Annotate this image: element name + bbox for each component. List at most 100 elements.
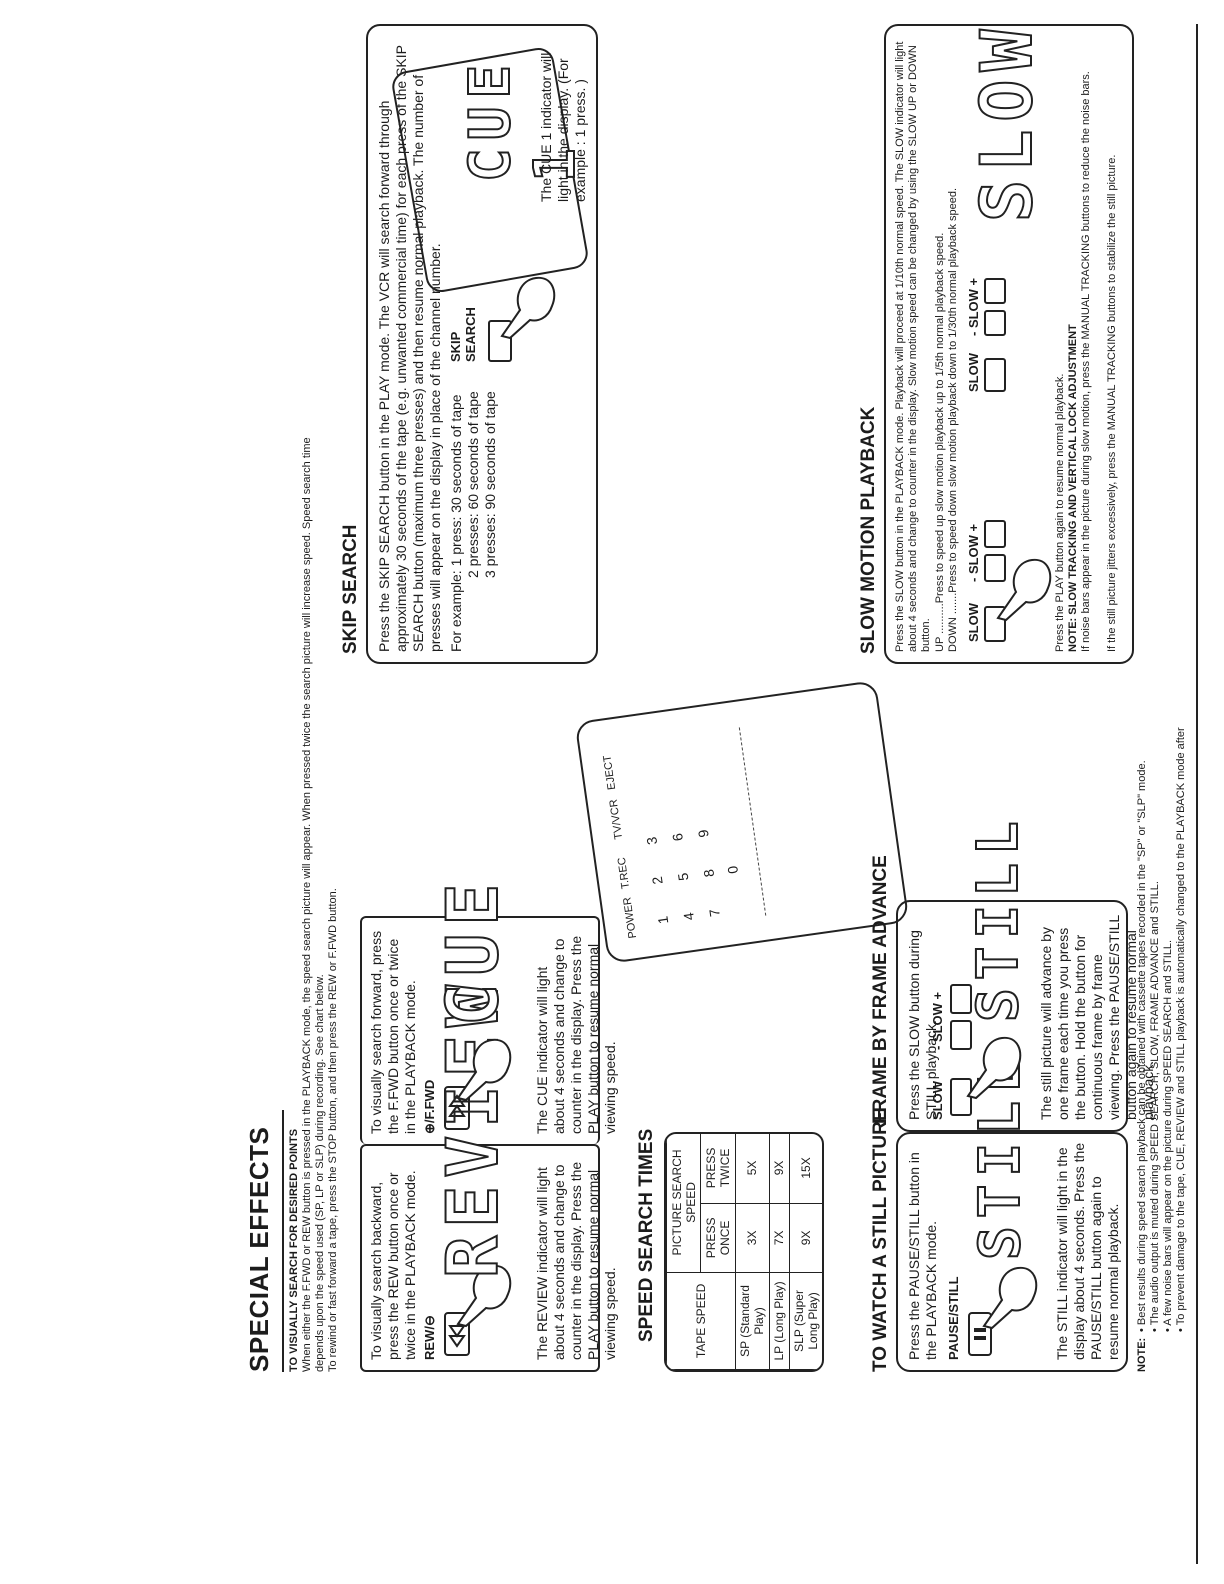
once-cell: 9X [789, 1203, 824, 1273]
twice-cell: 9X [769, 1132, 790, 1204]
frame-still-display: STILL [965, 812, 1032, 1023]
cue-footer: The CUE indicator will light about 4 sec… [534, 935, 618, 1134]
slow-button[interactable] [984, 358, 1006, 392]
note-item: • Best results during speed search playb… [1136, 760, 1148, 1332]
visual-search-note: To rewind or fast forward a tape, press … [327, 888, 339, 1372]
hand-pressing-icon [456, 1264, 512, 1328]
slow-up-line: UP ..........Press to speed up slow moti… [934, 232, 946, 652]
slow-pm-label: - SLOW + [930, 991, 945, 1050]
note-item: • To prevent damage to the tape, CUE, RE… [1175, 727, 1187, 1332]
remote-key: 8 [700, 868, 718, 879]
remote-transport-keys [738, 712, 876, 916]
slow-up-button[interactable] [984, 278, 1006, 304]
remote-key: 2 [648, 875, 666, 886]
remote-key: 7 [705, 907, 723, 918]
still-picture-heading: TO WATCH A STILL PICTURE [870, 1108, 891, 1372]
tape-speed-cell: SP (Standard Play) [735, 1272, 770, 1370]
remote-label-tvvcr: TV/VCR [607, 798, 626, 841]
hand-pressing-icon [456, 1038, 512, 1102]
slow-note-2: If the still picture jitters excessively… [1106, 154, 1118, 652]
cue-panel: To visually search forward, press the F.… [360, 875, 618, 1144]
visual-search-section: TO VISUALLY SEARCH FOR DESIRED POINTS Wh… [288, 422, 340, 1372]
slow-note-heading: NOTE: SLOW TRACKING AND VERTICAL LOCK AD… [1067, 324, 1079, 652]
col-picture-search: PICTURE SEARCH SPEED [666, 1132, 701, 1273]
remote-label-power: POWER [621, 896, 640, 940]
col-press-once: PRESS ONCE [700, 1203, 736, 1273]
remote-keypad: POWER T.REC TV/VCR EJECT 1 2 3 4 5 6 7 8… [599, 724, 746, 939]
slow-motion-panel: Press the SLOW button in the PLAYBACK mo… [884, 20, 1134, 664]
title-underline [282, 1110, 284, 1372]
remote-key: 1 [654, 915, 672, 926]
hand-pressing-icon [500, 276, 556, 340]
slow-motion-heading: SLOW MOTION PLAYBACK [858, 406, 879, 654]
remote-key: 5 [674, 871, 692, 882]
tape-speed-cell: LP (Long Play) [769, 1272, 790, 1370]
slow-label: SLOW [966, 603, 981, 642]
visual-search-body: When either the F.FWD or REW button is p… [301, 437, 326, 1372]
slow-resume: Press the PLAY button again to resume no… [1054, 373, 1066, 652]
cue-display: CUE [431, 875, 515, 1027]
ffwd-button[interactable] [444, 1086, 470, 1130]
slow-up-button[interactable] [984, 520, 1006, 548]
skip-footer: The CUE 1 indicator will light in the di… [538, 52, 588, 202]
slow-label: SLOW [930, 1081, 945, 1120]
col-press-twice: PRESS TWICE [700, 1132, 736, 1204]
review-footer: The REVIEW indicator will light about 4 … [534, 1161, 618, 1360]
remote-key: 4 [680, 911, 698, 922]
speed-search-heading: SPEED SEARCH TIMES [636, 1128, 657, 1342]
skip-example-3: 3 presses: 90 seconds of tape [482, 391, 498, 578]
skip-example-1: For example: 1 press: 30 seconds of tape [448, 394, 464, 652]
rew-button[interactable] [444, 1312, 470, 1356]
speed-search-table-frame: TAPE SPEED PICTURE SEARCH SPEED PRESS ON… [664, 1132, 824, 1372]
pause-icon [974, 1328, 986, 1340]
once-cell: 3X [735, 1203, 770, 1273]
slow-down-button[interactable] [984, 310, 1006, 336]
twice-cell: 15X [789, 1132, 824, 1204]
remote-control-center: POWER T.REC TV/VCR EJECT 1 2 3 4 5 6 7 8… [574, 680, 910, 964]
hand-pressing-icon [966, 1036, 1022, 1100]
note-item: • The audio output is muted during SPEED… [1149, 881, 1161, 1332]
table-row: SLP (Super Long Play) 9X 15X [789, 1132, 824, 1370]
slow-down-line: DOWN .......Press to speed down slow mot… [947, 187, 959, 652]
hand-pressing-icon [982, 1266, 1038, 1330]
fast-forward-icon [448, 1094, 466, 1117]
remote-key: 3 [643, 835, 661, 846]
ffwd-button-label: ⊕/F.FWD [422, 1079, 437, 1134]
slow-pm-label: - SLOW + [966, 277, 981, 336]
once-cell: 7X [769, 1203, 790, 1273]
still-picture-panel: Press the PAUSE/STILL button in the PLAY… [896, 1050, 1128, 1372]
slow-display: SLOW [965, 20, 1049, 223]
note-label: NOTE: [1136, 1337, 1148, 1372]
skip-search-label: SKIP SEARCH [448, 307, 478, 362]
page-title: SPECIAL EFFECTS [244, 1126, 274, 1372]
pause-still-label: PAUSE/STILL [946, 1276, 961, 1360]
speed-search-table: TAPE SPEED PICTURE SEARCH SPEED PRESS ON… [666, 1132, 824, 1370]
twice-cell: 5X [735, 1132, 770, 1204]
slow-body: Press the SLOW button in the PLAYBACK mo… [894, 41, 932, 652]
remote-key: 9 [694, 828, 712, 839]
note-item: • A few noise bars will appear on the pi… [1162, 939, 1174, 1332]
rewind-icon [448, 1325, 466, 1348]
review-panel: To visually search backward, press the R… [360, 976, 618, 1372]
frame-advance-panel: Press the SLOW button during STILL playb… [896, 812, 1156, 1132]
hand-pressing-icon [996, 558, 1052, 622]
skip-search-heading: SKIP SEARCH [340, 524, 361, 654]
remote-label-trec: T.REC [615, 856, 633, 890]
table-row: LP (Long Play) 7X 9X [769, 1132, 790, 1370]
slow-pm-label: - SLOW + [966, 523, 981, 582]
pause-still-button[interactable] [968, 1312, 992, 1356]
rew-button-label: REW/⊖ [422, 1315, 437, 1360]
still-intro: Press the PAUSE/STILL button in the PLAY… [906, 1152, 939, 1360]
col-tape-speed: TAPE SPEED [666, 1272, 736, 1370]
skip-search-panel: Press the SKIP SEARCH button in the PLAY… [366, 24, 598, 664]
frame-advance-heading: FRAME BY FRAME ADVANCE [870, 855, 891, 1124]
remote-label-eject: EJECT [601, 754, 619, 791]
still-footer: The STILL indicator will light in the di… [1054, 1142, 1121, 1360]
review-intro: To visually search backward, press the R… [368, 1170, 418, 1360]
table-row: SP (Standard Play) 3X 5X [735, 1132, 770, 1370]
cue-intro: To visually search forward, press the F.… [368, 930, 418, 1134]
page-edge-line [1196, 24, 1198, 1564]
visual-search-heading: TO VISUALLY SEARCH FOR DESIRED POINTS [288, 1128, 300, 1372]
tape-speed-cell: SLP (Super Long Play) [789, 1272, 824, 1370]
